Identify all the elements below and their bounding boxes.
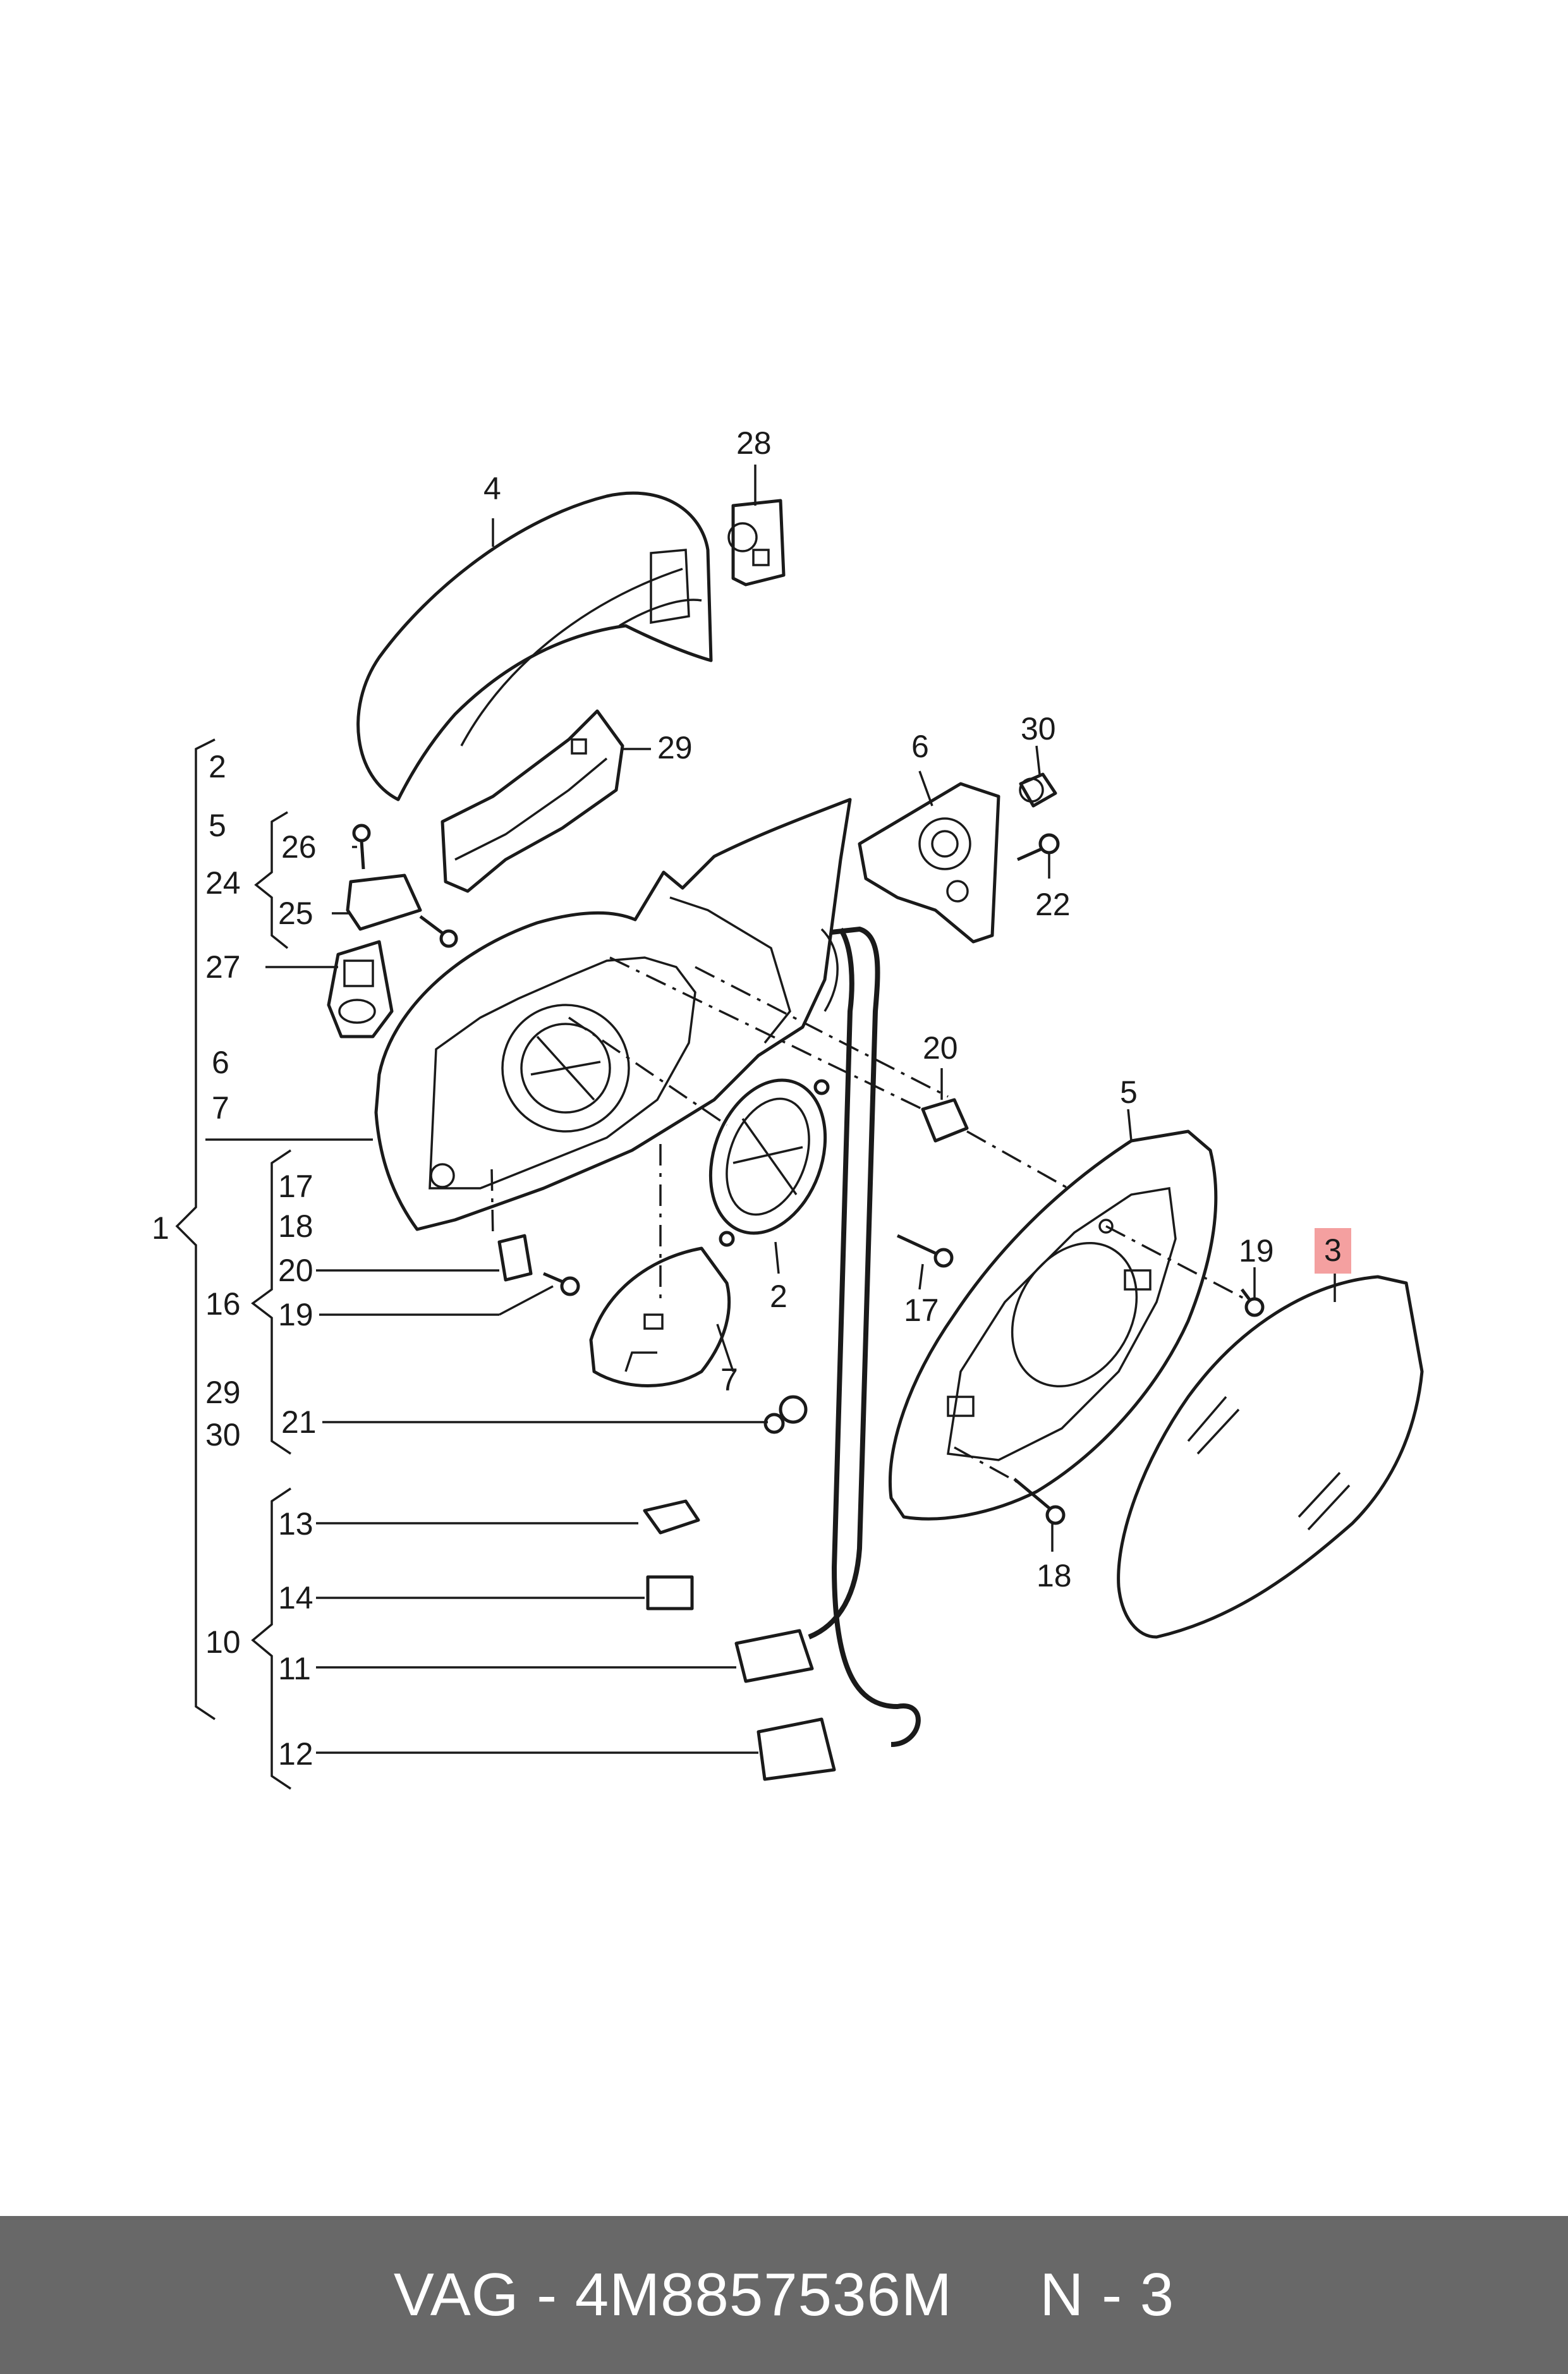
exploded-parts-diagram: 1 2 5 24 26 25 27 6 7 17 18 20 16 19 29 … bbox=[152, 425, 1424, 1790]
part-20-clip-right bbox=[921, 1098, 969, 1143]
callout-24: 24 bbox=[205, 865, 241, 901]
callout-17: 17 bbox=[904, 1293, 939, 1328]
leader-lines bbox=[205, 465, 1336, 1754]
part-25-bracket bbox=[346, 874, 458, 948]
callout-27: 27 bbox=[205, 949, 241, 985]
callout-20-list: 20 bbox=[278, 1253, 313, 1288]
callout-11: 11 bbox=[278, 1651, 311, 1686]
callout-2: 2 bbox=[770, 1279, 787, 1314]
part-number-caption: VAG - 4M8857536M N - 3 bbox=[393, 2261, 1175, 2328]
callout-13: 13 bbox=[278, 1506, 313, 1542]
callout-19: 19 bbox=[1239, 1233, 1274, 1269]
part-21-clip bbox=[763, 1395, 808, 1434]
callout-21: 21 bbox=[281, 1404, 317, 1440]
callout-30-list: 30 bbox=[205, 1417, 241, 1452]
part-14-connector bbox=[646, 1575, 694, 1610]
callout-20: 20 bbox=[923, 1030, 958, 1066]
callout-25: 25 bbox=[278, 896, 313, 931]
callout-6-list: 6 bbox=[212, 1045, 229, 1080]
part-18-bolt bbox=[1013, 1478, 1066, 1525]
callout-19-list: 19 bbox=[278, 1297, 313, 1332]
part-1-mirror-housing bbox=[374, 798, 852, 1231]
callout-26: 26 bbox=[281, 829, 317, 865]
part-7-cover bbox=[589, 1246, 731, 1387]
callout-22: 22 bbox=[1035, 887, 1071, 922]
part-6-base-plate bbox=[858, 782, 1000, 944]
callout-17-list: 17 bbox=[278, 1169, 313, 1204]
callout-4: 4 bbox=[483, 471, 501, 506]
callout-29: 29 bbox=[657, 730, 693, 765]
part-29-indicator-strip bbox=[441, 709, 624, 893]
callout-5: 5 bbox=[1120, 1074, 1138, 1110]
callout-18: 18 bbox=[1036, 1558, 1072, 1593]
highlight-callout-3 bbox=[1315, 1228, 1351, 1274]
part-30-bump-stop bbox=[1019, 772, 1057, 808]
brace-group-1 bbox=[175, 738, 216, 1720]
part-26-screw bbox=[352, 824, 371, 870]
callout-1: 1 bbox=[152, 1210, 169, 1246]
brace-group-16 bbox=[251, 1149, 291, 1455]
part-3-mirror-glass bbox=[1117, 1275, 1424, 1639]
footer-bar: VAG - 4M8857536M N - 3 bbox=[0, 2216, 1568, 2374]
part-19-bolt-left bbox=[543, 1272, 580, 1296]
part-mirror-cap bbox=[356, 491, 713, 801]
part-2-adjuster bbox=[708, 1078, 830, 1247]
part-17-bolt bbox=[896, 1234, 954, 1268]
callout-10: 10 bbox=[205, 1624, 241, 1660]
callout-3: 3 bbox=[1324, 1233, 1342, 1268]
part-27-camera bbox=[327, 940, 394, 1038]
callout-14: 14 bbox=[278, 1580, 313, 1616]
callout-2-list: 2 bbox=[209, 749, 226, 784]
callout-30: 30 bbox=[1021, 711, 1056, 746]
callout-7-list: 7 bbox=[212, 1090, 229, 1126]
part-22-bolt bbox=[1016, 833, 1060, 861]
part-5-glass-holder bbox=[888, 1129, 1218, 1521]
callout-labels: 1 2 5 24 26 25 27 6 7 17 18 20 16 19 29 … bbox=[152, 425, 1342, 1772]
callout-6: 6 bbox=[911, 729, 929, 764]
callout-18-list: 18 bbox=[278, 1208, 313, 1244]
callout-12: 12 bbox=[278, 1736, 313, 1772]
part-20-clip-left bbox=[497, 1234, 533, 1282]
callout-16: 16 bbox=[205, 1286, 241, 1322]
callout-28: 28 bbox=[736, 425, 772, 461]
part-13-connector bbox=[643, 1499, 700, 1535]
brace-group-24 bbox=[254, 811, 289, 949]
part-wiring-harness bbox=[734, 926, 921, 1781]
part-19-bolt-right bbox=[1241, 1288, 1265, 1317]
callout-7: 7 bbox=[720, 1362, 738, 1397]
callout-5-list: 5 bbox=[209, 808, 226, 843]
part-28-bracket bbox=[727, 499, 786, 587]
brace-group-10 bbox=[251, 1487, 291, 1790]
callout-29-list: 29 bbox=[205, 1375, 241, 1410]
